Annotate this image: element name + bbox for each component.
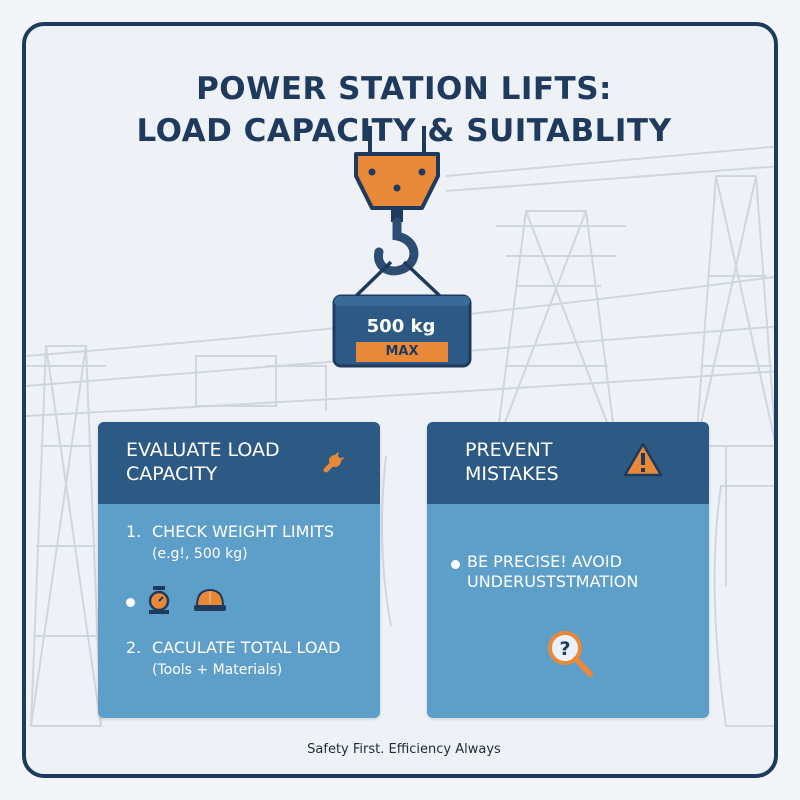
max-badge: MAX [356, 342, 448, 362]
title-line-2: LOAD CAPACITY & SUITABLITY [136, 113, 672, 149]
max-load-value: 500 kg [366, 316, 436, 337]
step-2-detail: (Tools + Materials) [152, 662, 283, 678]
magnifier-question-icon: ? [548, 631, 593, 677]
step-1-detail: (e.g!, 500 kg) [152, 546, 248, 562]
prevent-mistakes-panel: PREVENT MISTAKES BE PRECISE! AVOID UNDER… [427, 422, 709, 718]
step-1-title: CHECK WEIGHT LIMITS [152, 522, 335, 541]
warning-icon [623, 442, 663, 477]
step-2-number: 2. [126, 638, 142, 657]
evaluate-load-capacity-panel: EVALUATE LOAD CAPACITY 1. CHECK WEIGHT L… [98, 422, 380, 718]
panel-header [427, 422, 709, 504]
scale-icon [148, 586, 170, 614]
precision-warning-text: BE PRECISE! AVOID UNDERUSTSTMATION [467, 552, 639, 591]
panel-title-evaluate: EVALUATE LOAD CAPACITY [126, 439, 280, 485]
svg-text:?: ? [559, 638, 570, 660]
poster-frame: POWER STATION LIFTS: LOAD CAPACITY & SUI… [22, 22, 778, 778]
bullet-dot [126, 598, 135, 607]
bullet-dot [451, 560, 460, 569]
hard-hat-icon [194, 588, 226, 611]
step-2-title: CACULATE TOTAL LOAD [152, 638, 341, 657]
step-1-number: 1. [126, 522, 142, 541]
page-title: POWER STATION LIFTS: LOAD CAPACITY & SUI… [26, 68, 774, 152]
wrench-icon [323, 452, 344, 473]
title-line-1: POWER STATION LIFTS: [196, 71, 612, 107]
footer-tagline: Safety First. Efficiency Always [307, 742, 501, 757]
panel-title-prevent: PREVENT MISTAKES [465, 439, 559, 485]
